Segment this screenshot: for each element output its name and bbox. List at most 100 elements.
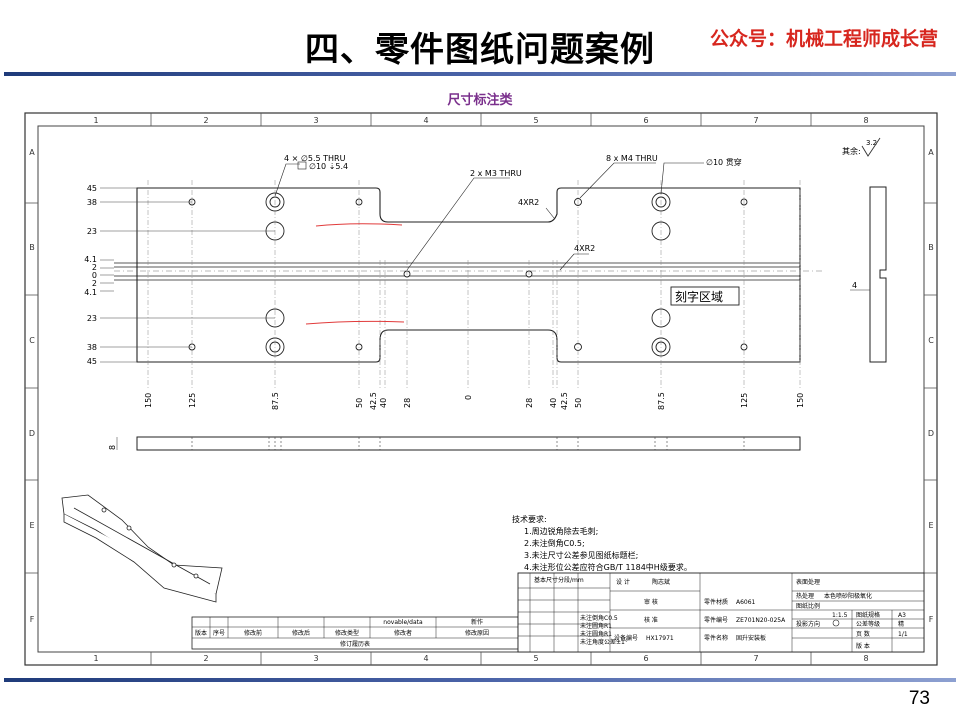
dim-label: 2 — [92, 263, 97, 272]
center-slot — [114, 262, 800, 281]
col-label: 3 — [313, 116, 318, 125]
tb-device-no: HX17971 — [646, 635, 674, 642]
col-label: 6 — [643, 116, 648, 125]
dim-label: 42.5 — [369, 392, 378, 410]
tb-device-label: 设备编号 — [614, 634, 638, 642]
tol-table-head: 基本尺寸分段/mm — [534, 576, 584, 584]
dim-label: 45 — [87, 357, 97, 366]
callout-counterbore: ∅10 ⇣5.4 — [309, 162, 348, 171]
row-label: F — [929, 615, 934, 624]
col-label: 2 — [203, 116, 208, 125]
grid-columns: 1 2 3 4 5 6 7 8 1 2 3 4 5 6 7 8 — [93, 116, 868, 663]
dim-label: 125 — [740, 393, 749, 408]
rev-extra: 新作 — [471, 618, 483, 626]
rev-caption: 修订履历表 — [340, 640, 370, 648]
isometric-view — [61, 494, 223, 603]
dim-label: 50 — [355, 398, 364, 408]
slide-title: 四、零件图纸问题案例 — [305, 30, 655, 70]
brand-watermark: 公众号：机械工程师成长营 — [709, 28, 938, 50]
front-height-dim: 8 — [108, 445, 117, 450]
tb-scale-label: 图纸比例 — [796, 602, 820, 610]
dim-label: 40 — [549, 398, 558, 408]
col-label: 8 — [863, 116, 868, 125]
dim-label: 38 — [87, 198, 97, 207]
side-view — [869, 186, 887, 363]
rev-header: 修改者 — [394, 629, 412, 637]
rev-header: 版本 — [195, 629, 207, 637]
tb-note: 未注圆角R1 — [580, 630, 612, 638]
tech-note: 技术要求: — [512, 514, 547, 524]
header-rule — [4, 72, 956, 76]
red-mark — [315, 223, 403, 227]
engineering-drawing: 1 2 3 4 5 6 7 8 1 2 3 4 5 6 7 8 A B C D — [24, 112, 938, 666]
page-number: 73 — [908, 688, 930, 709]
row-label: F — [30, 615, 35, 624]
tb-approve-label: 核 准 — [644, 616, 658, 624]
tb-page-label: 页 数 — [856, 630, 870, 638]
col-label: 4 — [423, 654, 428, 663]
tech-note: 2.未注倒角C0.5; — [524, 538, 585, 548]
rev-header: 修改后 — [292, 629, 310, 637]
tb-sheet: A3 — [898, 612, 906, 619]
dim-label: 42.5 — [560, 392, 569, 410]
engrave-area-label: 刻字区域 — [675, 289, 723, 304]
hole-centerlines — [147, 180, 801, 390]
roughness-symbol-icon — [861, 137, 881, 157]
tb-note: 未注角度公差±1° — [580, 638, 628, 646]
bottom-dimensions: 150 125 87.5 50 42.5 40 28 0 28 40 42.5 … — [144, 392, 805, 410]
row-label: E — [928, 521, 933, 530]
revision-table: novable/data 新作 版本 序号 修改前 修改后 修改类型 修改者 修… — [191, 616, 519, 650]
roughness-value: 3.2 — [866, 139, 877, 147]
row-label: B — [928, 243, 934, 252]
tb-partname: 固升安装板 — [736, 634, 766, 642]
row-label: C — [29, 336, 35, 345]
tb-ver-label: 版 本 — [856, 642, 870, 650]
dim-label: 38 — [87, 343, 97, 352]
dim-label: 45 — [87, 184, 97, 193]
dim-label: 50 — [574, 398, 583, 408]
dim-label: 4.1 — [84, 255, 97, 264]
row-label: A — [29, 148, 35, 157]
tb-heat-label: 热处理 — [796, 592, 814, 600]
tb-material: A6061 — [736, 599, 756, 606]
grid-rows: A B C D E F A B C D E F — [29, 148, 934, 624]
front-view — [136, 436, 801, 451]
tech-note: 1.周边锐角除去毛刺; — [524, 526, 598, 536]
row-label: C — [928, 336, 934, 345]
left-dimensions: 45 38 23 4.1 2 0 2 4.1 23 38 45 — [84, 184, 97, 366]
col-label: 1 — [93, 654, 98, 663]
red-mark — [305, 320, 405, 325]
dim-label: 28 — [525, 398, 534, 408]
dim-label: 2 — [92, 279, 97, 288]
row-label: D — [928, 429, 934, 438]
tb-material-label: 零件材质 — [704, 598, 728, 606]
title-block: 基本尺寸分段/mm 设 计 陶志斌 审 核 核 准 未注倒角C0.5 未注圆角R… — [517, 572, 925, 653]
col-label: 6 — [643, 654, 648, 663]
holes — [188, 192, 748, 357]
col-label: 4 — [423, 116, 428, 125]
tb-partname-label: 零件名称 — [704, 634, 728, 642]
callout-r2-top: 4XR2 — [518, 198, 539, 207]
side-thickness-dim: 4 — [852, 281, 857, 290]
col-label: 3 — [313, 654, 318, 663]
callout-phi10: ∅10 贯穿 — [706, 157, 742, 167]
dim-label: 40 — [379, 398, 388, 408]
callout-thru-holes: 4 × ∅5.5 THRU — [284, 154, 346, 163]
tb-surface: 本色喷砂阳极氧化 — [824, 592, 872, 600]
section-subtitle: 尺寸标注类 — [447, 93, 513, 108]
dim-label: 0 — [464, 395, 473, 400]
dim-label: 23 — [87, 314, 97, 323]
callout-m3: 2 x M3 THRU — [470, 169, 522, 178]
callout-m4: 8 x M4 THRU — [606, 154, 658, 163]
row-label: B — [29, 243, 35, 252]
tech-note: 3.未注尺寸公差参见图纸标题栏; — [524, 550, 638, 560]
rev-header: 修改原因 — [465, 629, 489, 637]
row-label: E — [29, 521, 34, 530]
row-label: A — [928, 148, 934, 157]
tb-tol: 精 — [898, 620, 904, 628]
tb-tol-label: 公差等级 — [856, 620, 880, 628]
col-label: 2 — [203, 654, 208, 663]
tb-review-label: 审 核 — [644, 598, 658, 606]
roughness-label: 其余: — [842, 146, 861, 156]
rev-header: 修改类型 — [335, 629, 359, 637]
